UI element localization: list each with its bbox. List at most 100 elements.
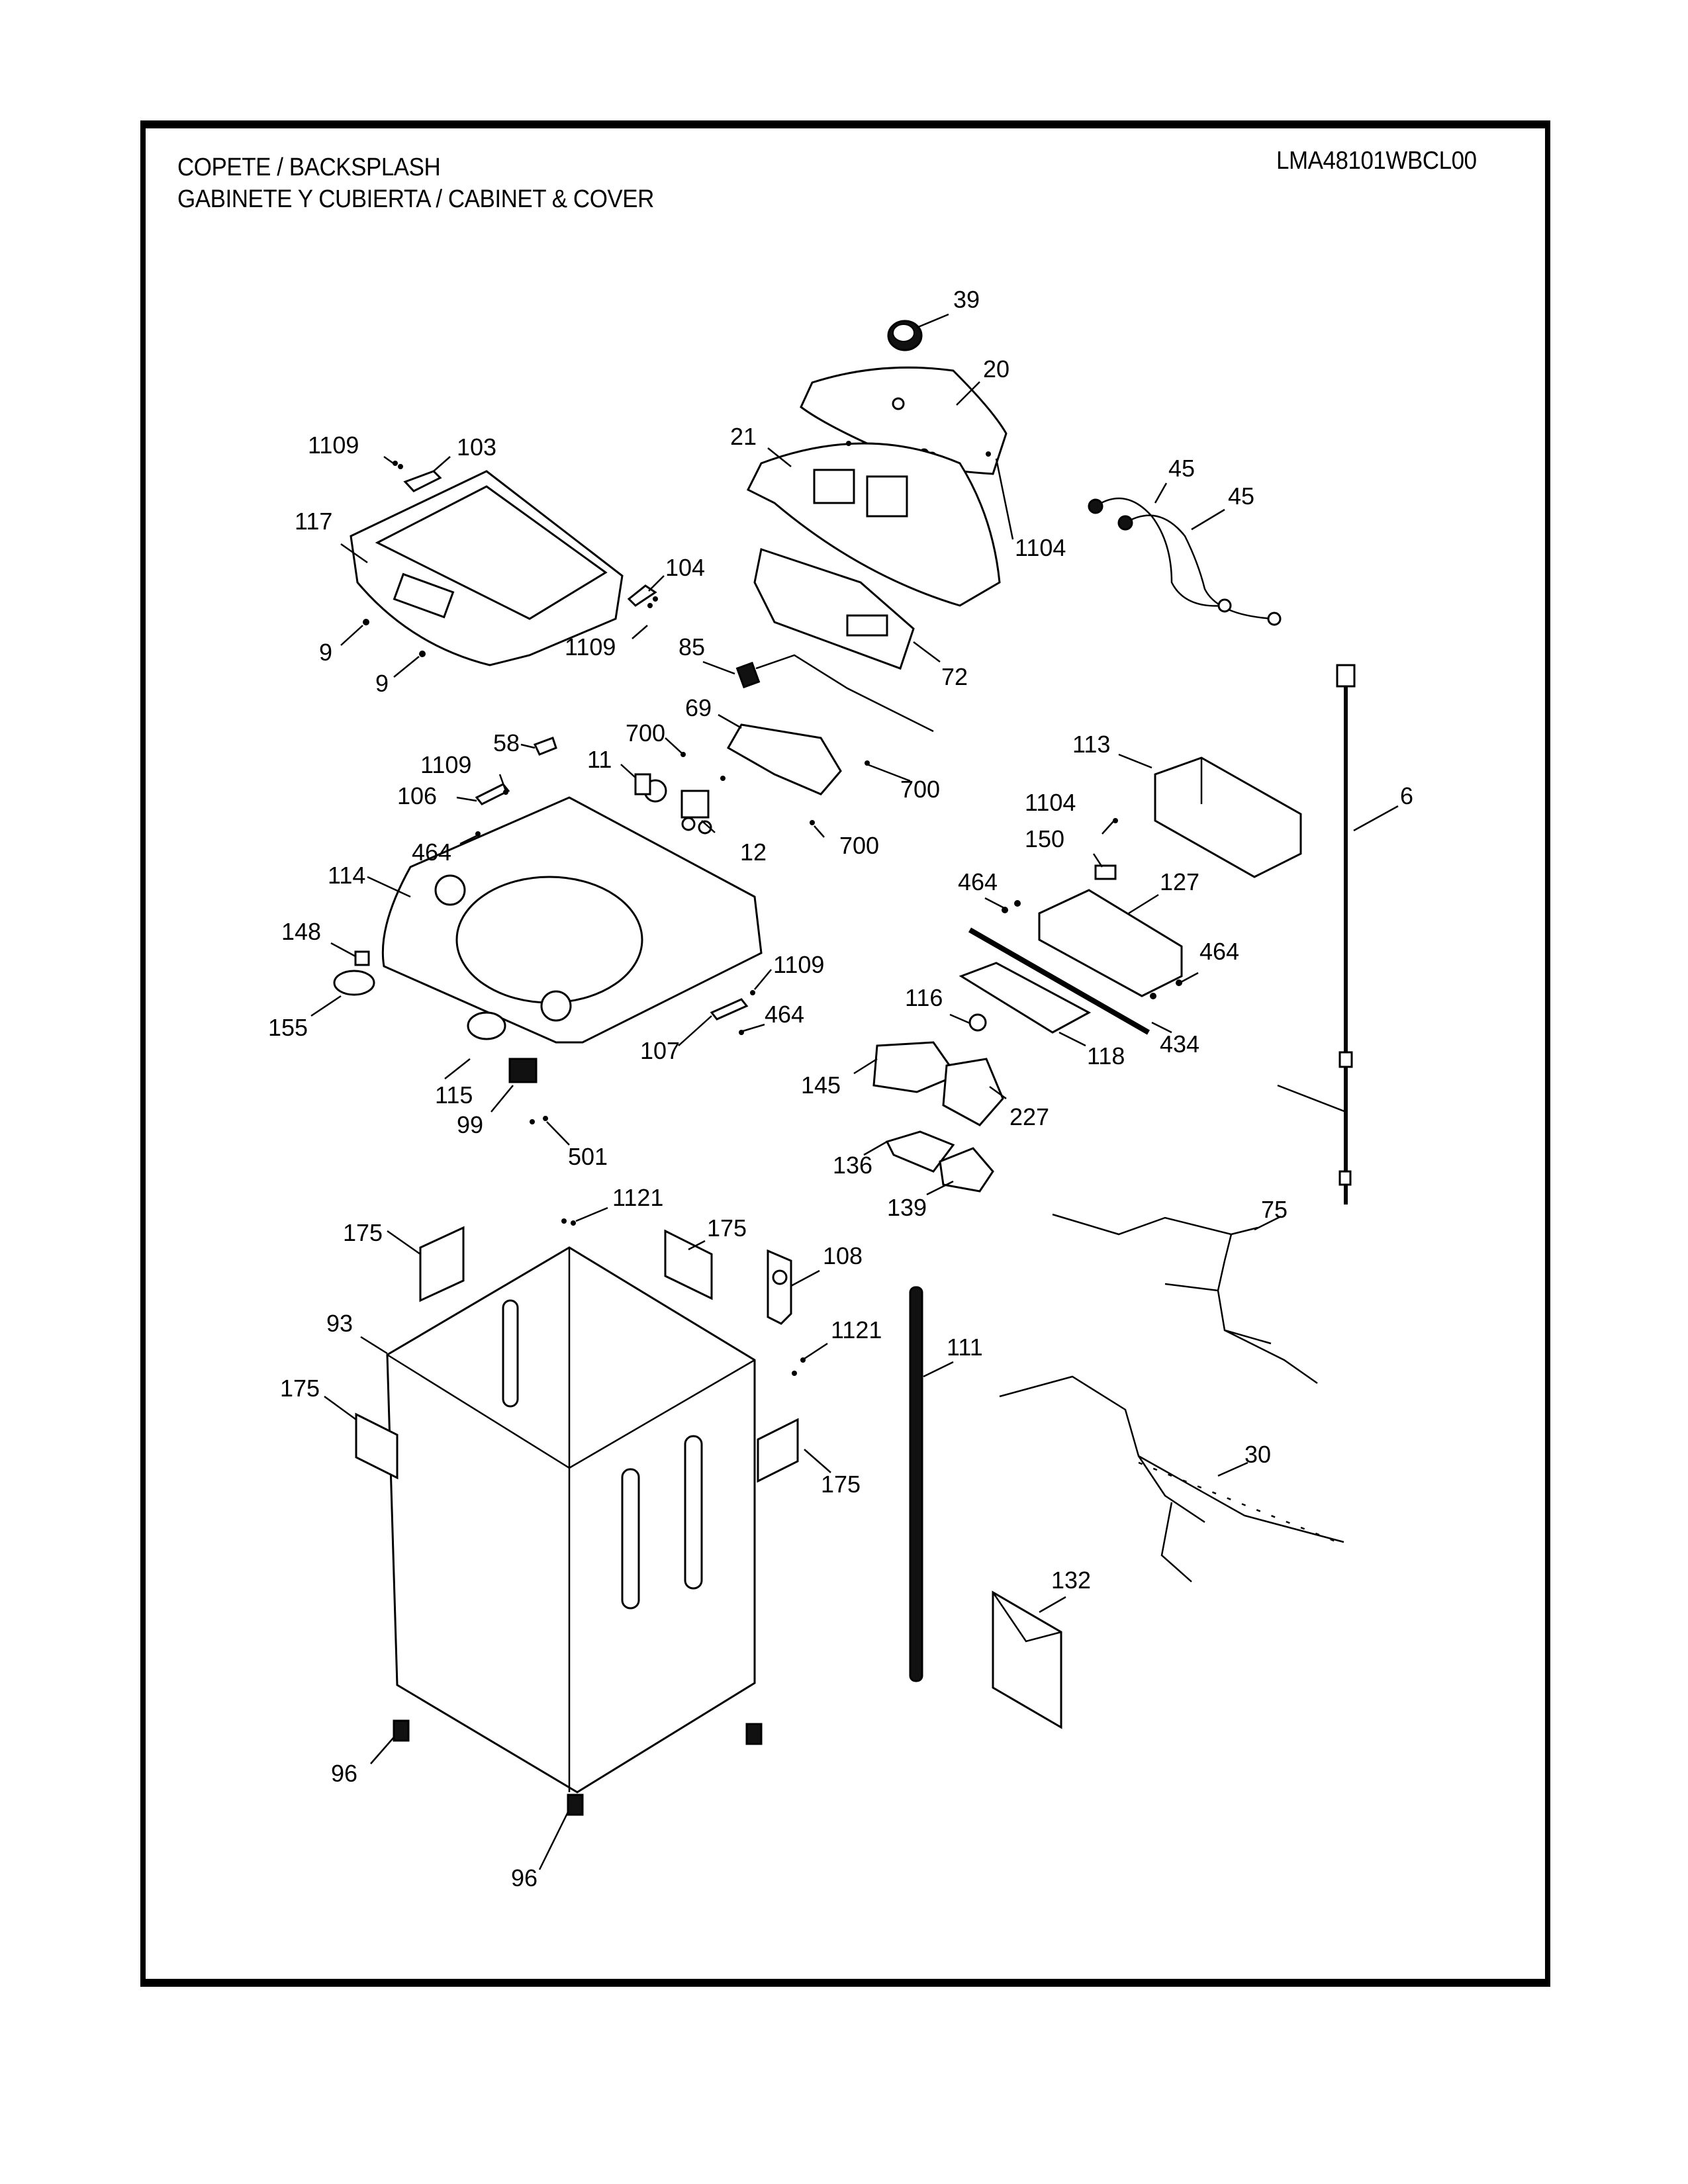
- model-number: LMA48101WBCL00: [1276, 147, 1477, 175]
- callout-127: 127: [1160, 868, 1199, 895]
- part-siphon-139: [939, 1147, 994, 1193]
- callout-39: 39: [953, 286, 980, 313]
- callout-111: 111: [947, 1334, 983, 1361]
- callout-1109: 1109: [420, 751, 471, 778]
- callout-464: 464: [958, 868, 998, 895]
- callout-106: 106: [397, 782, 437, 809]
- part-label-175: [757, 1418, 799, 1483]
- callout-175: 175: [707, 1214, 747, 1242]
- callout-175: 175: [821, 1471, 861, 1498]
- part-power-cord-6: [1277, 664, 1356, 1205]
- callout-85: 85: [679, 633, 705, 660]
- part-hinge-103: [403, 470, 442, 492]
- part-wire-harness-30: [999, 1375, 1344, 1582]
- callout-1121: 1121: [612, 1184, 663, 1211]
- part-knob-39: [887, 320, 923, 351]
- callout-464: 464: [412, 839, 451, 866]
- callout-434: 434: [1160, 1030, 1199, 1058]
- part-bleach-cup-155: [333, 970, 375, 996]
- callout-1104: 1104: [1015, 534, 1066, 561]
- callout-464: 464: [1199, 938, 1239, 965]
- part-switch-58: [533, 737, 557, 756]
- callout-700: 700: [626, 719, 665, 747]
- callout-11: 11: [587, 746, 612, 773]
- part-drawer-145: [872, 1041, 959, 1093]
- callout-118: 118: [1087, 1042, 1125, 1069]
- callout-30: 30: [1244, 1441, 1271, 1468]
- callout-175: 175: [280, 1375, 320, 1402]
- callout-12: 12: [740, 839, 767, 866]
- callout-148: 148: [281, 918, 321, 945]
- part-label-175: [355, 1412, 399, 1480]
- callout-145: 145: [801, 1071, 841, 1099]
- callout-9: 9: [319, 639, 332, 666]
- callout-45: 45: [1228, 482, 1254, 510]
- callout-1109: 1109: [308, 432, 359, 459]
- callout-45: 45: [1168, 455, 1195, 482]
- part-cabinet-93: [386, 1246, 756, 1794]
- callout-1109: 1109: [773, 951, 824, 978]
- callout-9: 9: [375, 670, 389, 697]
- callout-139: 139: [887, 1194, 927, 1221]
- callout-114: 114: [328, 862, 365, 889]
- part-inlet-hoses-45: [1088, 497, 1282, 626]
- callout-700: 700: [839, 832, 879, 859]
- part-drawer-tray-118: [959, 962, 1092, 1034]
- callout-6: 6: [1400, 782, 1413, 809]
- callout-150: 150: [1025, 825, 1064, 852]
- part-lid-lock-99: [508, 1058, 538, 1083]
- part-leveling-foot-96: [745, 1723, 763, 1745]
- callout-104: 104: [665, 554, 705, 581]
- callout-99: 99: [457, 1111, 483, 1138]
- callout-1109: 1109: [565, 633, 616, 660]
- callout-108: 108: [823, 1242, 863, 1269]
- callout-175: 175: [343, 1219, 383, 1246]
- callout-labels: 39 20 21 1104 45 45 1109 103 117 104 9 9…: [268, 286, 1413, 1891]
- callout-115: 115: [435, 1081, 473, 1109]
- section-title-cabinet-cover: GABINETE Y CUBIERTA / CABINET & COVER: [177, 185, 654, 213]
- part-plug-116: [968, 1013, 987, 1032]
- part-drawer-227: [942, 1058, 1004, 1126]
- part-valve-12: [680, 790, 712, 835]
- part-top-cover-114: [381, 796, 763, 1044]
- callout-700: 700: [900, 776, 940, 803]
- part-valve-11: [634, 773, 667, 803]
- part-lid-117: [350, 470, 624, 666]
- diagram-frame: [140, 120, 1550, 1987]
- callout-103: 103: [457, 433, 496, 461]
- part-leveling-foot-96: [393, 1719, 410, 1742]
- callout-1104: 1104: [1025, 789, 1076, 816]
- section-title-backsplash: COPETE / BACKSPLASH: [177, 154, 441, 181]
- part-siphon-136: [885, 1130, 955, 1173]
- callout-107: 107: [640, 1037, 680, 1064]
- callout-93: 93: [326, 1310, 353, 1337]
- callout-501: 501: [568, 1143, 608, 1170]
- part-electronic-board-69: [726, 723, 842, 796]
- callout-69: 69: [685, 694, 712, 721]
- callout-21: 21: [730, 423, 757, 450]
- part-label-175: [419, 1226, 465, 1302]
- callout-116: 116: [905, 984, 943, 1011]
- callout-1121: 1121: [831, 1316, 882, 1343]
- part-backsplash-21: [746, 442, 1001, 607]
- part-leveling-foot-96: [567, 1794, 584, 1816]
- part-actuator-107: [710, 998, 749, 1021]
- part-suspension-rod-111: [909, 1286, 923, 1682]
- screws: [363, 441, 1182, 1376]
- leader-lines: [310, 313, 1399, 1870]
- callout-136: 136: [833, 1152, 872, 1179]
- callout-155: 155: [268, 1014, 308, 1041]
- callout-96: 96: [331, 1760, 357, 1787]
- part-strip-434: [968, 927, 1150, 1035]
- part-sensor-85: [735, 654, 934, 733]
- part-softener-cup-115: [467, 1011, 506, 1040]
- callout-96: 96: [511, 1864, 538, 1891]
- part-dispenser-body-127: [1038, 889, 1183, 997]
- callout-227: 227: [1009, 1103, 1049, 1130]
- callout-75: 75: [1261, 1196, 1288, 1223]
- callout-58: 58: [493, 729, 520, 756]
- callout-72: 72: [941, 663, 968, 690]
- callout-117: 117: [295, 508, 332, 535]
- part-dispenser-housing-113: [1154, 756, 1302, 878]
